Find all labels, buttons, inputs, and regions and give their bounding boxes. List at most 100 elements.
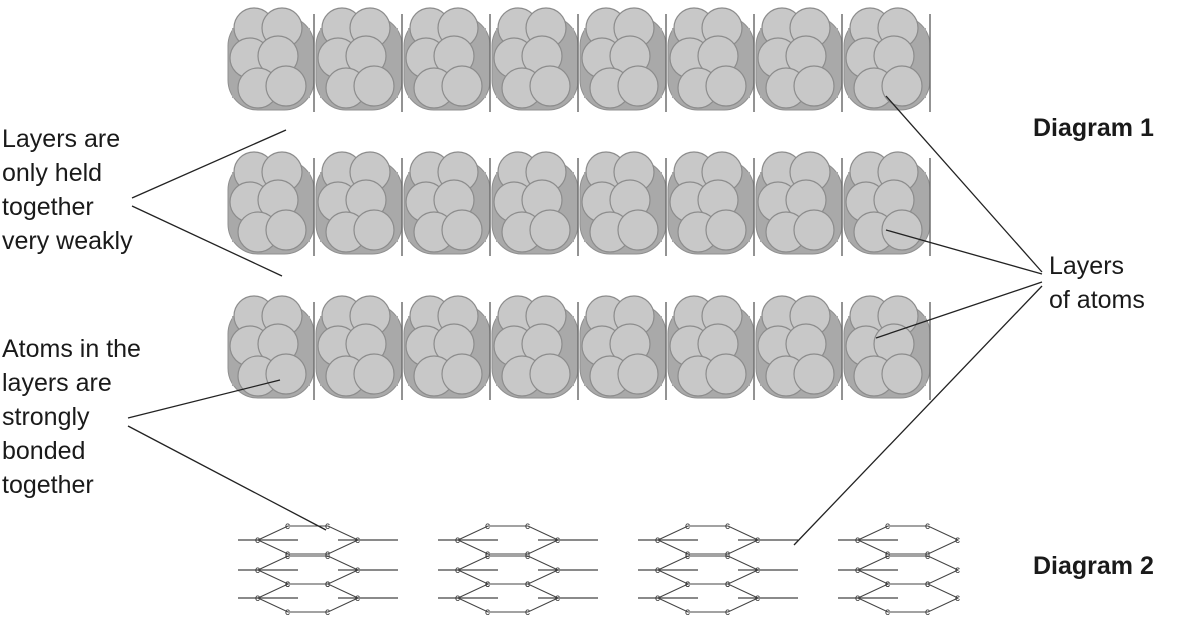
carbon-atom-label: c — [955, 565, 960, 576]
carbon-atom-label: c — [555, 593, 560, 604]
carbon-atom-label: c — [755, 593, 760, 604]
carbon-atom-label: c — [655, 535, 660, 546]
atom — [881, 65, 923, 107]
leader-layers-4 — [793, 285, 1043, 546]
atom — [793, 353, 835, 395]
atom-block — [579, 7, 667, 112]
atom-block — [667, 151, 755, 256]
atom — [793, 65, 835, 107]
carbon-atom-label: c — [885, 521, 890, 532]
carbon-atom-label: c — [855, 593, 860, 604]
carbon-atom-label: c — [925, 607, 930, 618]
atom-block — [491, 295, 579, 400]
atom — [705, 209, 747, 251]
hexagon-bond — [257, 583, 360, 613]
atom — [353, 65, 395, 107]
carbon-atom-label: c — [325, 551, 330, 562]
hexagon-bond — [257, 525, 360, 555]
carbon-atom-label: c — [855, 535, 860, 546]
carbon-atom-label: c — [525, 551, 530, 562]
carbon-atom-label: c — [685, 549, 690, 560]
atom-block — [315, 151, 403, 256]
carbon-atom-label: c — [885, 549, 890, 560]
diagram-1-title: Diagram 1 — [1033, 114, 1154, 142]
carbon-atom-label: c — [325, 549, 330, 560]
atom-block — [843, 295, 931, 400]
label-layers-line-1: Layers — [1049, 252, 1125, 280]
carbon-atom-label: c — [485, 607, 490, 618]
carbon-atom-label: c — [355, 535, 360, 546]
carbon-atom-label: c — [255, 593, 260, 604]
atom — [529, 65, 571, 107]
carbon-atom-label: c — [955, 535, 960, 546]
carbon-atom-label: c — [685, 551, 690, 562]
carbon-atom-label: c — [925, 551, 930, 562]
atom-block — [315, 7, 403, 112]
carbon-atom-label: c — [955, 593, 960, 604]
carbon-atom-label: c — [925, 579, 930, 590]
carbon-atom-label: c — [725, 579, 730, 590]
leader-layers-3 — [875, 281, 1043, 339]
carbon-atom-label: c — [525, 521, 530, 532]
carbon-atom-label: c — [525, 579, 530, 590]
carbon-atom-label: c — [455, 535, 460, 546]
atom-block — [491, 7, 579, 112]
atom-block — [315, 295, 403, 400]
carbon-atom-label: c — [455, 593, 460, 604]
label-strong-line-5: together — [2, 471, 94, 499]
leader-layers-1 — [885, 95, 1043, 273]
atom — [881, 209, 923, 251]
carbon-atom-label: c — [455, 565, 460, 576]
hexagon-bond — [857, 525, 960, 555]
atom-layer-2 — [227, 151, 931, 256]
atom-layer-3 — [227, 295, 931, 400]
atom — [529, 209, 571, 251]
atom — [705, 65, 747, 107]
leader-layers-2 — [885, 229, 1043, 275]
carbon-atom-label: c — [685, 607, 690, 618]
atom-block — [579, 151, 667, 256]
carbon-atom-label: c — [285, 551, 290, 562]
leader-lines — [127, 95, 1043, 546]
label-weak-line-2: only held — [2, 159, 103, 187]
atom-block — [755, 7, 843, 112]
carbon-atom-label: c — [355, 593, 360, 604]
carbon-atom-label: c — [755, 565, 760, 576]
carbon-atom-label: c — [655, 593, 660, 604]
carbon-atom-label: c — [725, 551, 730, 562]
atom — [441, 353, 483, 395]
carbon-atom-label: c — [885, 607, 890, 618]
atom — [441, 209, 483, 251]
carbon-atom-label: c — [255, 535, 260, 546]
atom-block — [579, 295, 667, 400]
carbon-atom-label: c — [555, 535, 560, 546]
label-weak-bonding: Layers are only held together very weakl… — [2, 122, 133, 258]
hexagon-bond — [857, 583, 960, 613]
atom — [265, 209, 307, 251]
atom-block — [667, 7, 755, 112]
atom — [265, 353, 307, 395]
carbon-atom-label: c — [485, 551, 490, 562]
atom-block — [843, 7, 931, 112]
hexagon-bond — [457, 583, 560, 613]
leader-strong-upper — [127, 379, 281, 419]
label-strong-line-4: bonded — [2, 437, 86, 465]
carbon-atom-label: c — [855, 565, 860, 576]
label-strong-bonding: Atoms in the layers are strongly bonded … — [2, 332, 141, 502]
hexagon-bond — [657, 583, 760, 613]
carbon-atom-label: c — [525, 549, 530, 560]
label-layers-line-2: of atoms — [1049, 286, 1145, 314]
atom — [617, 65, 659, 107]
atom-block — [667, 295, 755, 400]
carbon-atom-label: c — [285, 549, 290, 560]
carbon-atom-label: c — [555, 565, 560, 576]
label-layers-of-atoms: Layers of atoms — [1049, 249, 1145, 317]
atom — [353, 209, 395, 251]
label-weak-line-1: Layers are — [2, 125, 121, 153]
atom-block — [843, 151, 931, 256]
label-weak-line-3: together — [2, 193, 94, 221]
atom-block — [227, 295, 315, 400]
